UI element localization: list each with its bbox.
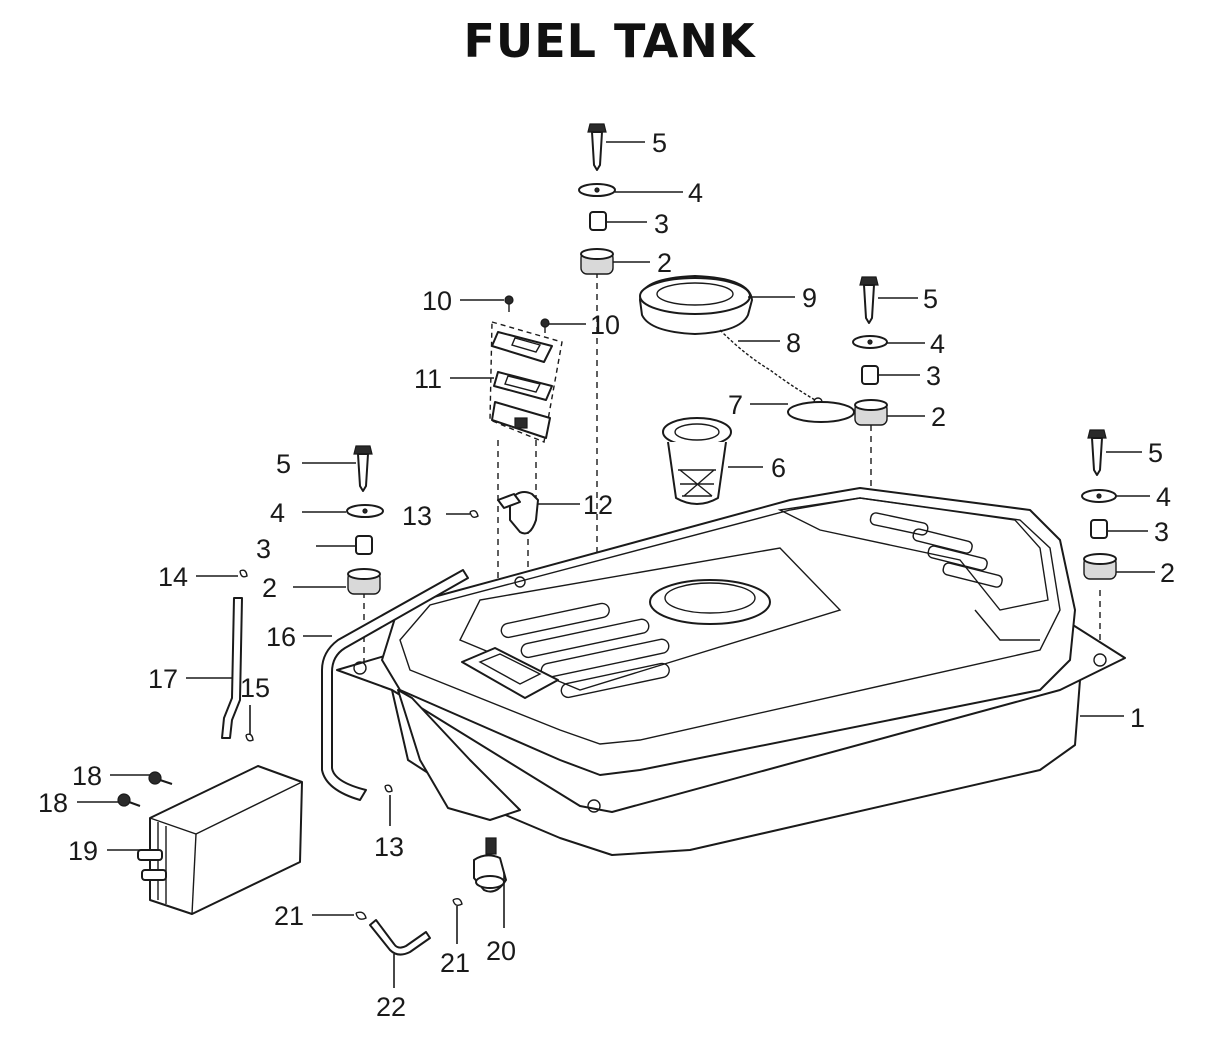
callout-3: 3	[654, 209, 669, 239]
bolt-5-far-right	[1087, 429, 1107, 476]
callout-2: 2	[1160, 558, 1175, 588]
callout-22: 22	[376, 992, 406, 1022]
callout-4: 4	[930, 329, 945, 359]
callout-3: 3	[256, 534, 271, 564]
callout-18: 18	[72, 761, 102, 791]
fuel-gauge-part-12	[497, 491, 539, 535]
callout-16: 16	[266, 622, 296, 652]
callout-6: 6	[771, 453, 786, 483]
callout-2: 2	[657, 248, 672, 278]
callout-3: 3	[926, 361, 941, 391]
callout-numbers: 5 4 3 2 10 10 9 8 5 4 3 7 2 11 6 5 4 3 2…	[38, 128, 1175, 1022]
screw-10-parts	[504, 295, 550, 333]
callout-13: 13	[402, 501, 432, 531]
callout-21: 21	[274, 901, 304, 931]
clip-parts	[239, 509, 479, 920]
grommet-2-parts	[347, 248, 1117, 595]
callout-13: 13	[374, 832, 404, 862]
bolt-18-parts	[117, 771, 173, 807]
page-title: FUEL TANK	[463, 14, 756, 68]
callout-18: 18	[38, 788, 68, 818]
callout-12: 12	[583, 490, 613, 520]
bolt-5-top	[587, 123, 607, 171]
callout-3: 3	[1154, 517, 1169, 547]
vent-hose-part-16	[321, 569, 469, 801]
callout-1: 1	[1130, 703, 1145, 733]
callout-5: 5	[276, 449, 291, 479]
callout-7: 7	[728, 390, 743, 420]
leader-lines	[77, 141, 1155, 988]
gauge-assembly-part-11	[489, 321, 563, 443]
callout-10: 10	[590, 310, 620, 340]
fuel-tank-part-1	[336, 487, 1126, 856]
callout-2: 2	[931, 402, 946, 432]
bolt-5-right	[859, 276, 879, 324]
callout-5: 5	[1148, 438, 1163, 468]
callout-4: 4	[1156, 482, 1171, 512]
callout-19: 19	[68, 836, 98, 866]
callout-14: 14	[158, 562, 188, 592]
hose-part-17	[221, 597, 243, 739]
callout-11: 11	[414, 364, 442, 394]
callout-4: 4	[688, 178, 703, 208]
spacer-3-parts	[355, 211, 1108, 555]
callout-5: 5	[652, 128, 667, 158]
hose-part-22	[369, 919, 431, 956]
callout-17: 17	[148, 664, 178, 694]
canister-part-19	[137, 765, 303, 915]
cap-gasket-part-7	[787, 401, 855, 423]
callout-5: 5	[923, 284, 938, 314]
fuel-valve-part-20	[473, 837, 507, 893]
callout-8: 8	[786, 328, 801, 358]
fuel-cap-part-9	[639, 275, 753, 335]
fuel-strainer-part-6	[662, 417, 732, 505]
callout-15: 15	[240, 673, 270, 703]
callout-10: 10	[422, 286, 452, 316]
callout-4: 4	[270, 498, 285, 528]
callout-21: 21	[440, 948, 470, 978]
callout-2: 2	[262, 573, 277, 603]
bolt-5-left	[353, 445, 373, 492]
callout-20: 20	[486, 936, 516, 966]
callout-9: 9	[802, 283, 817, 313]
washer-4-parts	[346, 183, 1117, 518]
